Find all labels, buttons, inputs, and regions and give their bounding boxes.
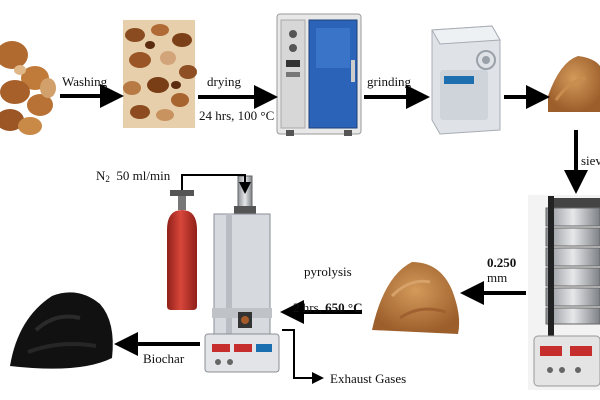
- ground-powder-image: [548, 56, 600, 112]
- sieved-powder-image: [372, 262, 460, 334]
- nitrogen-line: [181, 174, 251, 194]
- exhaust-line: [282, 329, 324, 384]
- label-mesh-value: 0.250: [487, 255, 517, 270]
- raw-shells-image: [0, 41, 56, 135]
- label-drying: drying: [207, 74, 241, 89]
- label-nitrogen-subscript: 2: [105, 174, 110, 184]
- grinder-image: [431, 25, 501, 135]
- label-drying-conditions: 24 hrs, 100 °C: [199, 108, 275, 123]
- label-grinding: grinding: [367, 74, 412, 89]
- label-pyrolysis-temp: 650 °C: [325, 300, 363, 315]
- tube-furnace-image: [204, 175, 280, 373]
- sieve-shaker-image: [528, 195, 600, 390]
- label-washing: Washing: [62, 74, 108, 89]
- label-pyrolysis: pyrolysis: [304, 264, 352, 279]
- label-sieving: siev: [581, 153, 600, 168]
- label-biochar: Biochar: [143, 351, 185, 366]
- nitrogen-cylinder-image: [167, 190, 197, 310]
- label-pyrolysis-time: 2 hrs,: [293, 300, 322, 315]
- drying-oven-image: [276, 13, 362, 136]
- label-nitrogen-symbol: N: [96, 168, 106, 183]
- label-exhaust-gases: Exhaust Gases: [330, 371, 407, 386]
- label-nitrogen-flow: 50 ml/min: [116, 168, 171, 183]
- label-mesh-unit: mm: [487, 270, 508, 285]
- label-pyrolysis-conditions: 2 hrs, 650 °C: [293, 300, 362, 315]
- biochar-image: [10, 292, 113, 369]
- label-nitrogen: N2 50 ml/min: [96, 168, 170, 187]
- flow-arrows: [60, 84, 588, 384]
- washed-shells-image: [123, 20, 197, 128]
